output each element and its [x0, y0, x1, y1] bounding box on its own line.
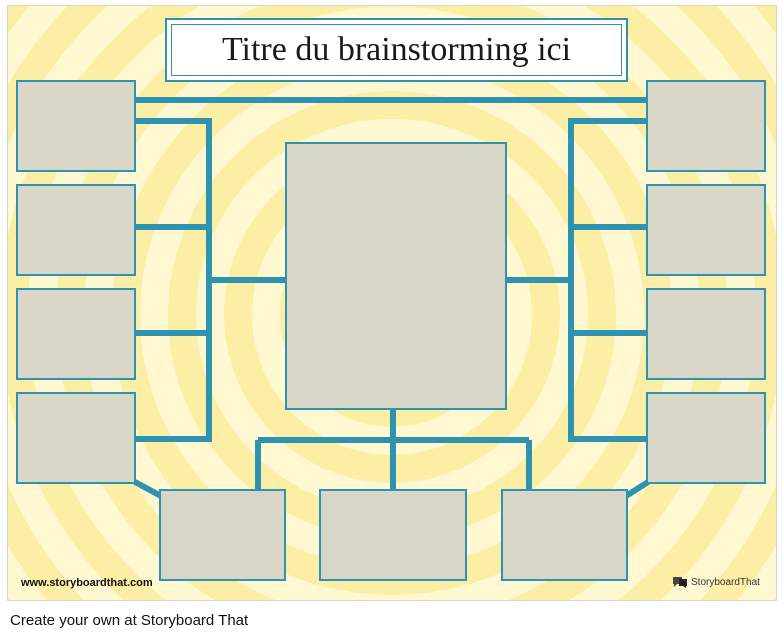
- connector-diag-right: [624, 479, 650, 499]
- connector-left-1: [135, 118, 212, 442]
- brand-label: StoryboardThat: [691, 576, 760, 588]
- left-box-3[interactable]: [16, 288, 136, 380]
- connector-right-1: [568, 118, 648, 442]
- bottom-box-2[interactable]: [319, 489, 467, 581]
- center-box[interactable]: [285, 142, 507, 410]
- right-box-2[interactable]: [646, 184, 766, 276]
- right-box-3[interactable]: [646, 288, 766, 380]
- right-box-4[interactable]: [646, 392, 766, 484]
- title-box[interactable]: Titre du brainstorming ici: [171, 24, 622, 76]
- right-box-1[interactable]: [646, 80, 766, 172]
- connector-lines: [133, 97, 650, 499]
- speech-bubble-icon: [673, 577, 687, 588]
- diagram-title: Titre du brainstorming ici: [221, 31, 572, 68]
- watermark-brand: StoryboardThat: [672, 576, 760, 588]
- left-box-2[interactable]: [16, 184, 136, 276]
- left-box-4[interactable]: [16, 392, 136, 484]
- left-box-1[interactable]: [16, 80, 136, 172]
- connector-diag-left: [133, 479, 163, 499]
- bottom-box-3[interactable]: [501, 489, 628, 581]
- brainstorm-canvas: Titre du brainstorming ici www.storyboar…: [7, 5, 777, 601]
- watermark-url: www.storyboardthat.com: [21, 577, 153, 589]
- footer-link[interactable]: Create your own at Storyboard That: [10, 612, 249, 629]
- bottom-box-1[interactable]: [159, 489, 286, 581]
